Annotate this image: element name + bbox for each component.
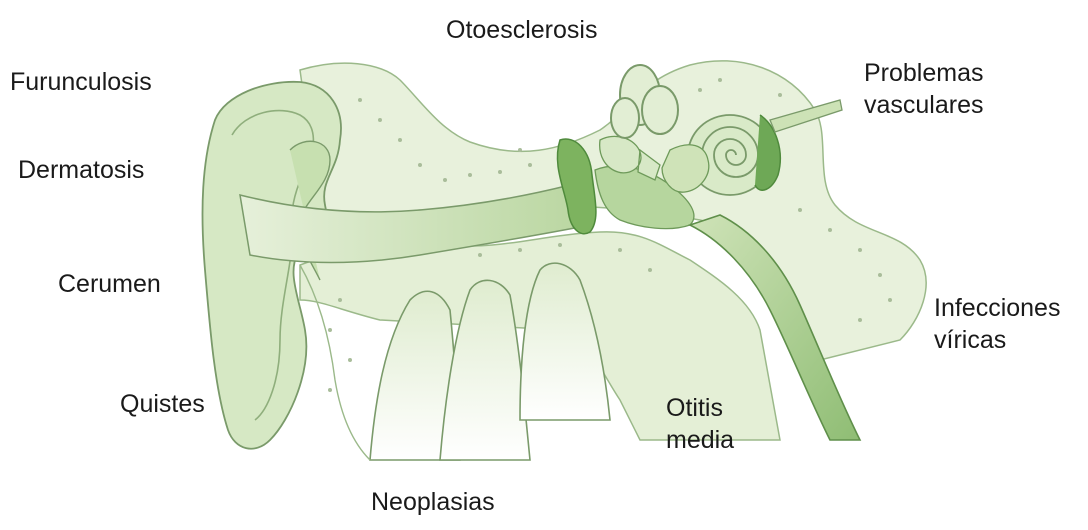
label-otitis-media-line2: media — [666, 424, 734, 456]
label-infecciones-viricas-line2: víricas — [934, 324, 1060, 356]
label-otitis-media: Otitis media — [666, 392, 734, 456]
label-cerumen: Cerumen — [58, 268, 161, 300]
label-infecciones-viricas-line1: Infecciones — [934, 292, 1060, 324]
label-problemas-vasculares: Problemas vasculares — [864, 57, 984, 121]
label-dermatosis: Dermatosis — [18, 154, 144, 186]
label-otitis-media-line1: Otitis — [666, 392, 734, 424]
label-infecciones-viricas: Infecciones víricas — [934, 292, 1060, 356]
label-problemas-vasculares-line1: Problemas — [864, 57, 984, 89]
label-furunculosis: Furunculosis — [10, 66, 152, 98]
label-problemas-vasculares-line2: vasculares — [864, 89, 984, 121]
label-quistes: Quistes — [120, 388, 205, 420]
label-neoplasias: Neoplasias — [371, 486, 495, 518]
label-otoesclerosis: Otoesclerosis — [446, 14, 597, 46]
